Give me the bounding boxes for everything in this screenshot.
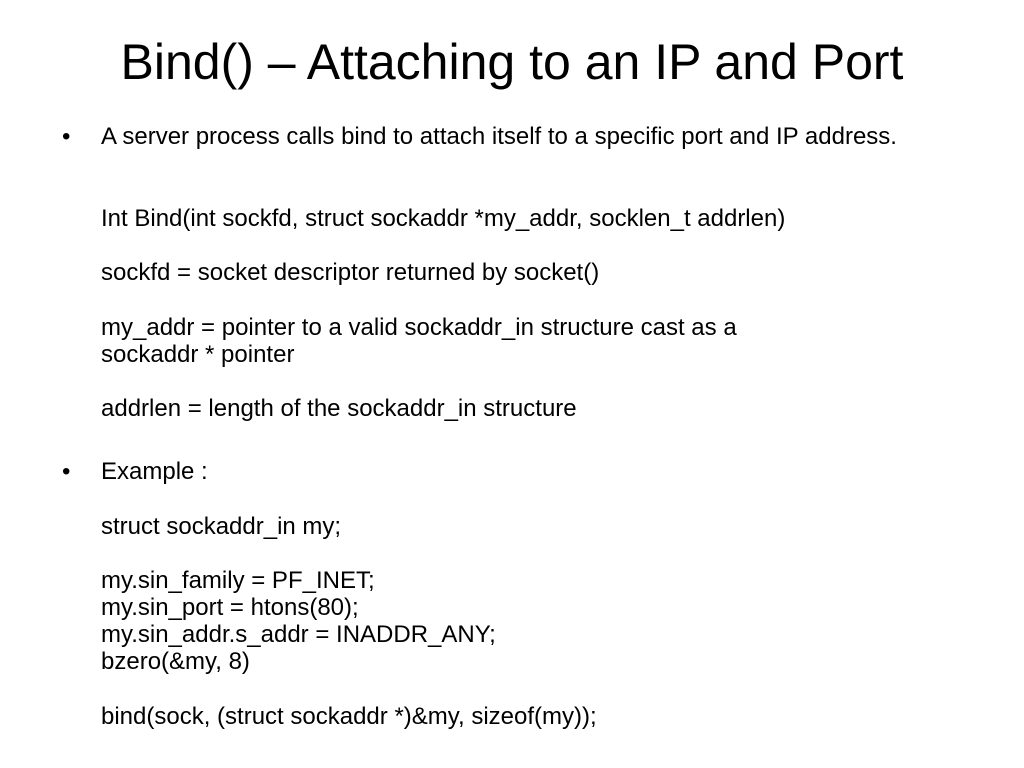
code-line: my.sin_port = htons(80); — [101, 594, 359, 621]
param-sockfd: sockfd = socket descriptor returned by s… — [101, 259, 600, 286]
slide-title: Bind() – Attaching to an IP and Port — [120, 34, 904, 90]
code-line: bind(sock, (struct sockaddr *)&my, sizeo… — [101, 703, 597, 730]
code-line: my.sin_addr.s_addr = INADDR_ANY; — [101, 621, 496, 648]
code-line: struct sockaddr_in my; — [101, 513, 342, 540]
param-my-addr: my_addr = pointer to a valid sockaddr_in… — [101, 314, 737, 341]
function-signature: Int Bind(int sockfd, struct sockaddr *my… — [101, 205, 786, 232]
code-line: bzero(&my, 8) — [101, 648, 250, 675]
bullet-text: A server process calls bind to attach it… — [101, 123, 897, 150]
bullet-text: Example : — [101, 458, 208, 485]
param-my-addr-cont: sockaddr * pointer — [101, 341, 295, 368]
code-line: my.sin_family = PF_INET; — [101, 567, 375, 594]
bullet-marker: • — [62, 123, 71, 150]
param-addrlen: addrlen = length of the sockaddr_in stru… — [101, 395, 577, 422]
bullet-marker: • — [62, 458, 71, 485]
